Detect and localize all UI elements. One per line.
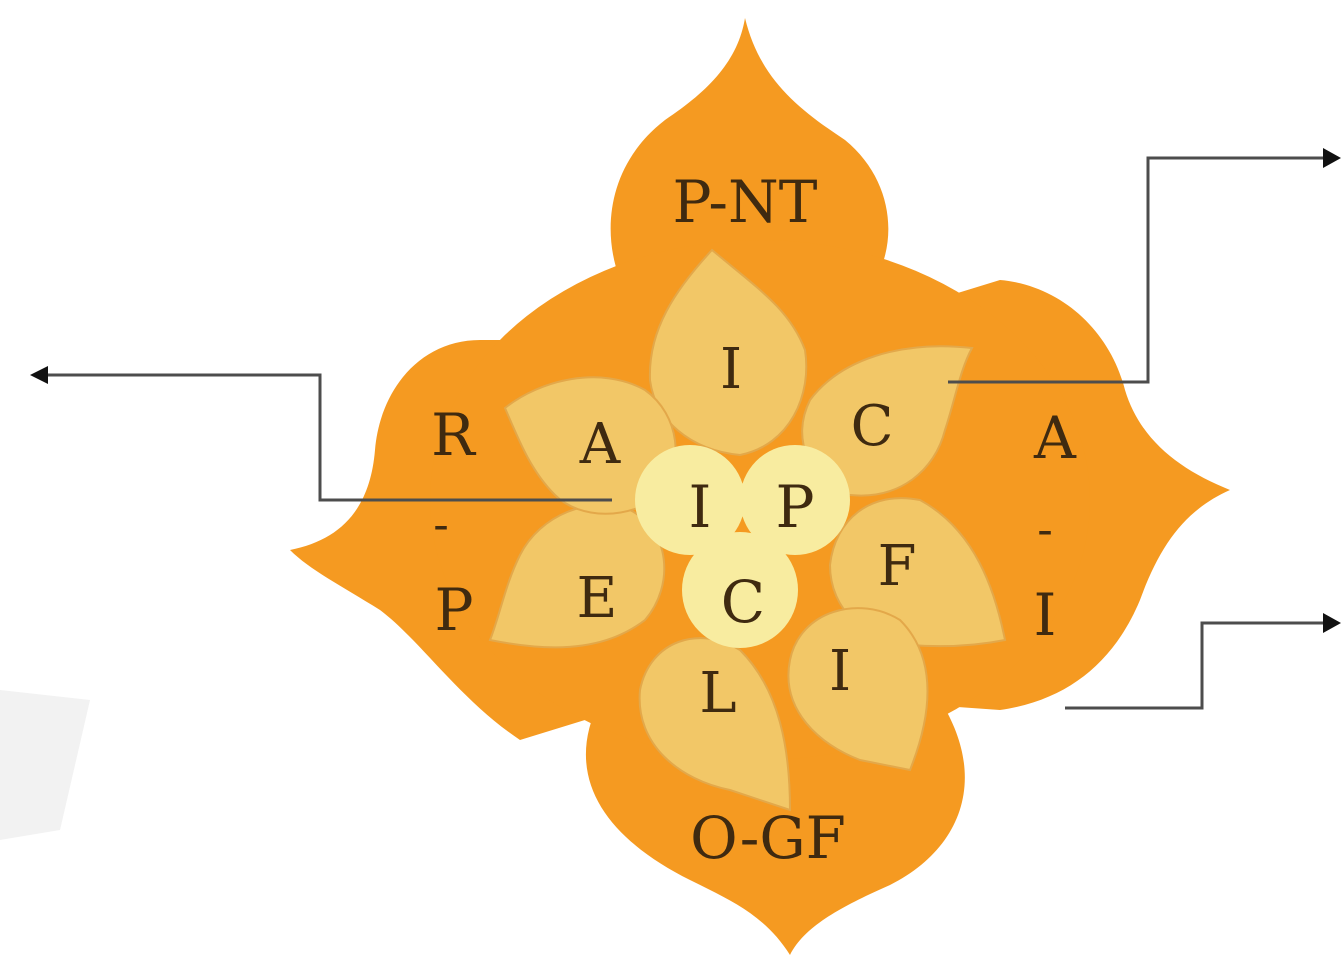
core-label-right: P — [775, 473, 814, 541]
outer-label-right-top: A — [1033, 404, 1077, 472]
outer-label-top: P-NT — [673, 168, 818, 236]
core-circle-bottom — [682, 532, 798, 648]
petal-label-right: F — [878, 534, 917, 599]
background-shadow — [0, 690, 90, 840]
connectors — [30, 148, 1341, 710]
arrow-left-head — [30, 366, 48, 384]
petal-label-lower-right: I — [829, 639, 851, 704]
outer-label-right-bottom: I — [1034, 581, 1057, 649]
arrow-lower-right-head — [1323, 613, 1341, 633]
outer-label-right-separator: - — [1037, 502, 1053, 556]
connector-left — [45, 373, 612, 502]
outer-label-left-separator: - — [433, 497, 449, 551]
inner-petals — [488, 248, 1007, 812]
connector-upper-right — [948, 156, 1325, 384]
core-circles — [635, 445, 850, 648]
petal-bottom — [638, 637, 792, 812]
outer-label-bottom: O-GF — [690, 804, 846, 872]
outer-label-left-bottom: P — [434, 576, 473, 644]
connector-lower-right — [1065, 621, 1325, 710]
petal-top — [648, 248, 808, 457]
petal-label-top: I — [720, 337, 742, 402]
arrow-upper-right-head — [1323, 148, 1341, 168]
core-label-left: I — [689, 473, 712, 541]
core-circle-right — [740, 445, 850, 555]
petal-lower-right — [787, 607, 929, 772]
outer-lobe-top — [610, 18, 889, 300]
petal-label-upper-left: A — [579, 412, 621, 477]
petal-label-left: E — [577, 566, 618, 631]
outer-label-left-top: R — [431, 401, 477, 469]
petal-label-bottom: L — [699, 661, 736, 726]
petal-label-upper-right: C — [851, 394, 894, 459]
core-label-bottom: C — [721, 568, 765, 636]
core-circle-left — [635, 445, 745, 555]
